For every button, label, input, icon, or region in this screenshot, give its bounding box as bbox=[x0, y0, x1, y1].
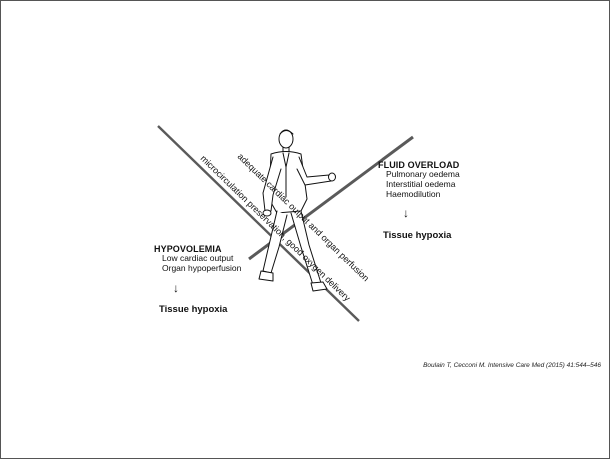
citation: Boulain T, Cecconi M. Intensive Care Med… bbox=[361, 362, 601, 369]
walker-right-foot bbox=[311, 282, 327, 291]
walker-right-hand bbox=[329, 173, 336, 181]
hypovolemia-result: Tissue hypoxia bbox=[159, 304, 227, 315]
fluid-overload-arrow-icon: ↓ bbox=[403, 207, 409, 219]
fluid-overload-block: FLUID OVERLOAD Pulmonary oedema Intersti… bbox=[378, 160, 460, 200]
walker-left-foot bbox=[259, 271, 273, 281]
hypovolemia-block: HYPOVOLEMIA Low cardiac output Organ hyp… bbox=[154, 244, 241, 274]
fluid-overload-item: Haemodilution bbox=[378, 190, 460, 200]
hypovolemia-arrow-icon: ↓ bbox=[173, 282, 179, 294]
hypovolemia-item: Organ hypoperfusion bbox=[154, 264, 241, 274]
tightrope-line bbox=[158, 126, 359, 321]
fluid-overload-result: Tissue hypoxia bbox=[383, 230, 451, 241]
